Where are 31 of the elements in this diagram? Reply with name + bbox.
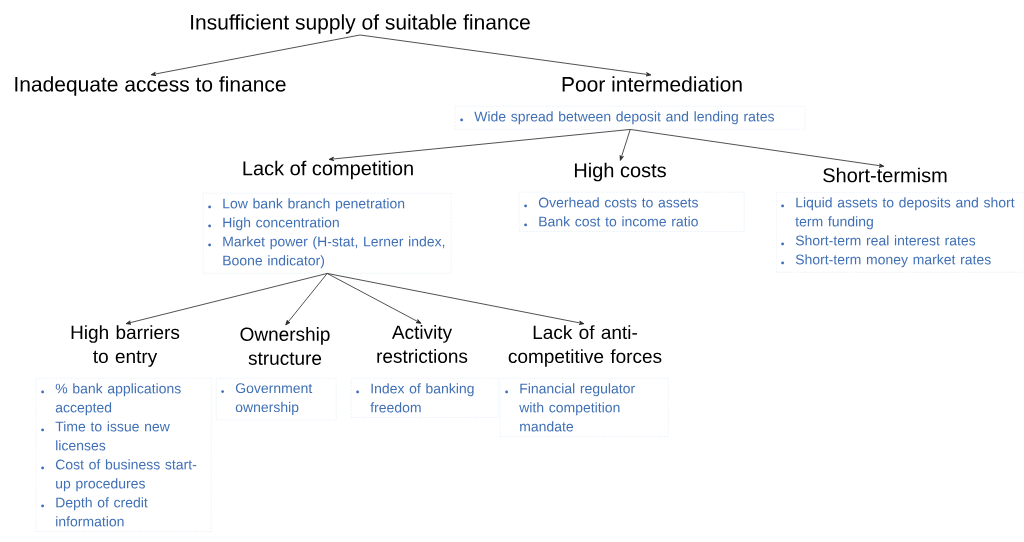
node-label: Time to issue new licenses bbox=[55, 421, 170, 451]
heading: Lack of competition bbox=[243, 160, 413, 180]
indicator-list-box: Low bank branch penetration High concentration Market power (H-stat, Lerner index, Boone indicator) bbox=[203, 193, 452, 274]
node-label: % bank applications accepted bbox=[55, 383, 181, 416]
arrow bbox=[326, 273, 422, 324]
indicator-list-box: Overhead costs to assets Bank cost to income ratio bbox=[519, 192, 745, 232]
heading: Lack of anti-competitive forces bbox=[508, 325, 662, 367]
indicator-list-box: Financial regulator with competition mandate bbox=[500, 378, 669, 437]
heading: Poor intermediation bbox=[562, 76, 742, 92]
arrow bbox=[326, 273, 585, 325]
heading: Ownership structure bbox=[240, 327, 330, 365]
arrow bbox=[150, 34, 361, 77]
indicator-list-box: Government ownership bbox=[216, 378, 337, 421]
node-label: Cost of business start-up procedures bbox=[55, 459, 197, 492]
heading: High barriers to entry bbox=[71, 325, 180, 367]
indicator-list-box: % bank applications accepted Time to issue new licenses Cost of business start-up procedures Depth of credit information bbox=[36, 378, 212, 532]
arrow bbox=[629, 129, 885, 168]
indicator-list-box: Wide spread between deposit and lending rates bbox=[455, 106, 806, 130]
heading: Activity restrictions bbox=[377, 325, 468, 363]
node-label: Depth of credit information bbox=[56, 497, 148, 527]
arrow bbox=[125, 273, 328, 325]
indicator-list-box: Liquid assets to deposits and short term funding Short-term real interest rates Short-term money market rates bbox=[776, 192, 1024, 273]
arrow bbox=[359, 34, 652, 77]
heading: Insufficient supply of suitable finance bbox=[191, 14, 530, 34]
indicator-list-box: Index of banking freedom bbox=[351, 378, 499, 418]
arrow bbox=[285, 273, 328, 326]
arrow bbox=[619, 129, 631, 161]
heading: High costs bbox=[574, 162, 666, 182]
heading: Short-termism bbox=[823, 167, 947, 183]
heading: Inadequate access to finance bbox=[15, 76, 286, 96]
arrow bbox=[328, 129, 631, 162]
